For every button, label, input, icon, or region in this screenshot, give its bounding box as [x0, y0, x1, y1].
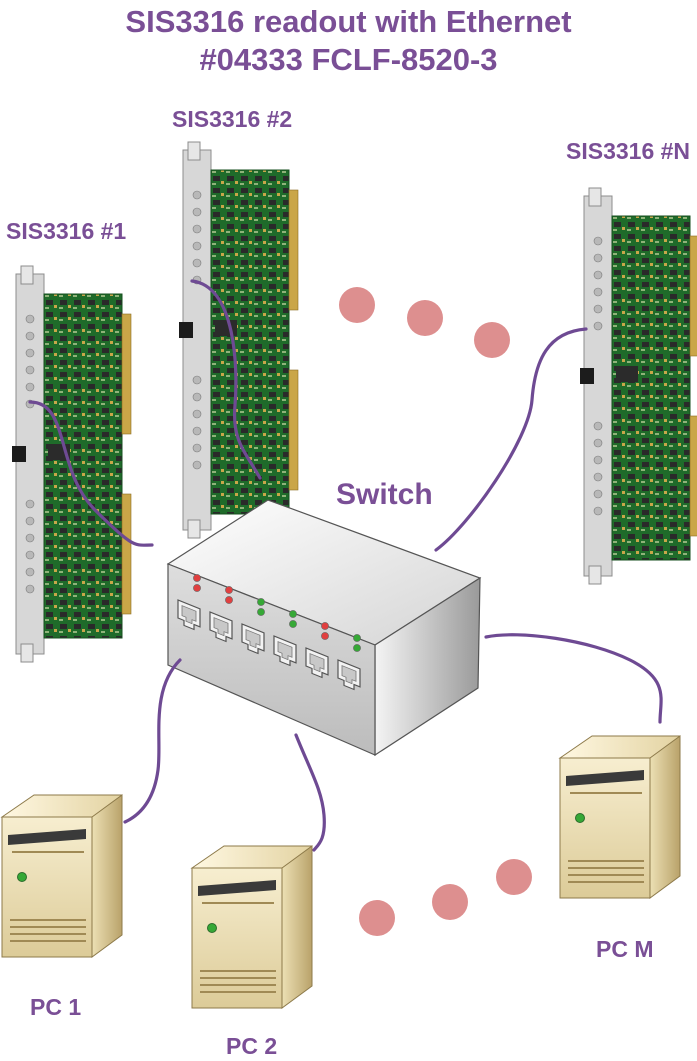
board-2-label: SIS3316 #2: [172, 106, 293, 132]
switch-port: [337, 659, 361, 691]
sis3316-board-n: [579, 187, 697, 585]
pc-m-icon: [559, 735, 681, 899]
ethernet-cables: [28, 279, 663, 852]
board-1-label: SIS3316 #1: [6, 218, 127, 244]
green-led: [257, 598, 265, 606]
switch-port: [209, 611, 233, 643]
ellipsis-dot: [407, 300, 443, 336]
board-n-label: SIS3316 #N: [566, 138, 691, 164]
green-led: [353, 644, 361, 652]
red-led: [321, 622, 329, 630]
red-led: [193, 574, 201, 582]
ellipsis-dot: [339, 287, 375, 323]
diagram-title-line2: #04333 FCLF-8520-3: [199, 42, 498, 77]
ellipsis-dots: [339, 287, 532, 936]
green-led: [289, 620, 297, 628]
red-led: [225, 596, 233, 604]
network-switch-icon: [166, 499, 482, 757]
switch-port: [273, 635, 297, 667]
diagram-title-line1: SIS3316 readout with Ethernet: [125, 4, 572, 39]
sis3316-board-1: [11, 265, 132, 663]
pc-2-icon: [191, 845, 313, 1009]
switch-port: [177, 599, 201, 631]
red-led: [321, 632, 329, 640]
switch-port: [305, 647, 329, 679]
switch-port: [241, 623, 265, 655]
red-led: [225, 586, 233, 594]
red-led: [193, 584, 201, 592]
pc-m-label: PC M: [596, 936, 654, 962]
green-led: [257, 608, 265, 616]
switch-port-group: [177, 574, 361, 691]
green-led: [289, 610, 297, 618]
pc-1-label: PC 1: [30, 994, 82, 1020]
pc-1-icon: [1, 794, 123, 958]
sis3316-board-2: [178, 141, 299, 539]
ellipsis-dot: [474, 322, 510, 358]
green-led: [353, 634, 361, 642]
switch-label: Switch: [336, 478, 433, 511]
pc-2-label: PC 2: [226, 1033, 278, 1059]
ellipsis-dot: [496, 859, 532, 895]
ellipsis-dot: [359, 900, 395, 936]
ellipsis-dot: [432, 884, 468, 920]
